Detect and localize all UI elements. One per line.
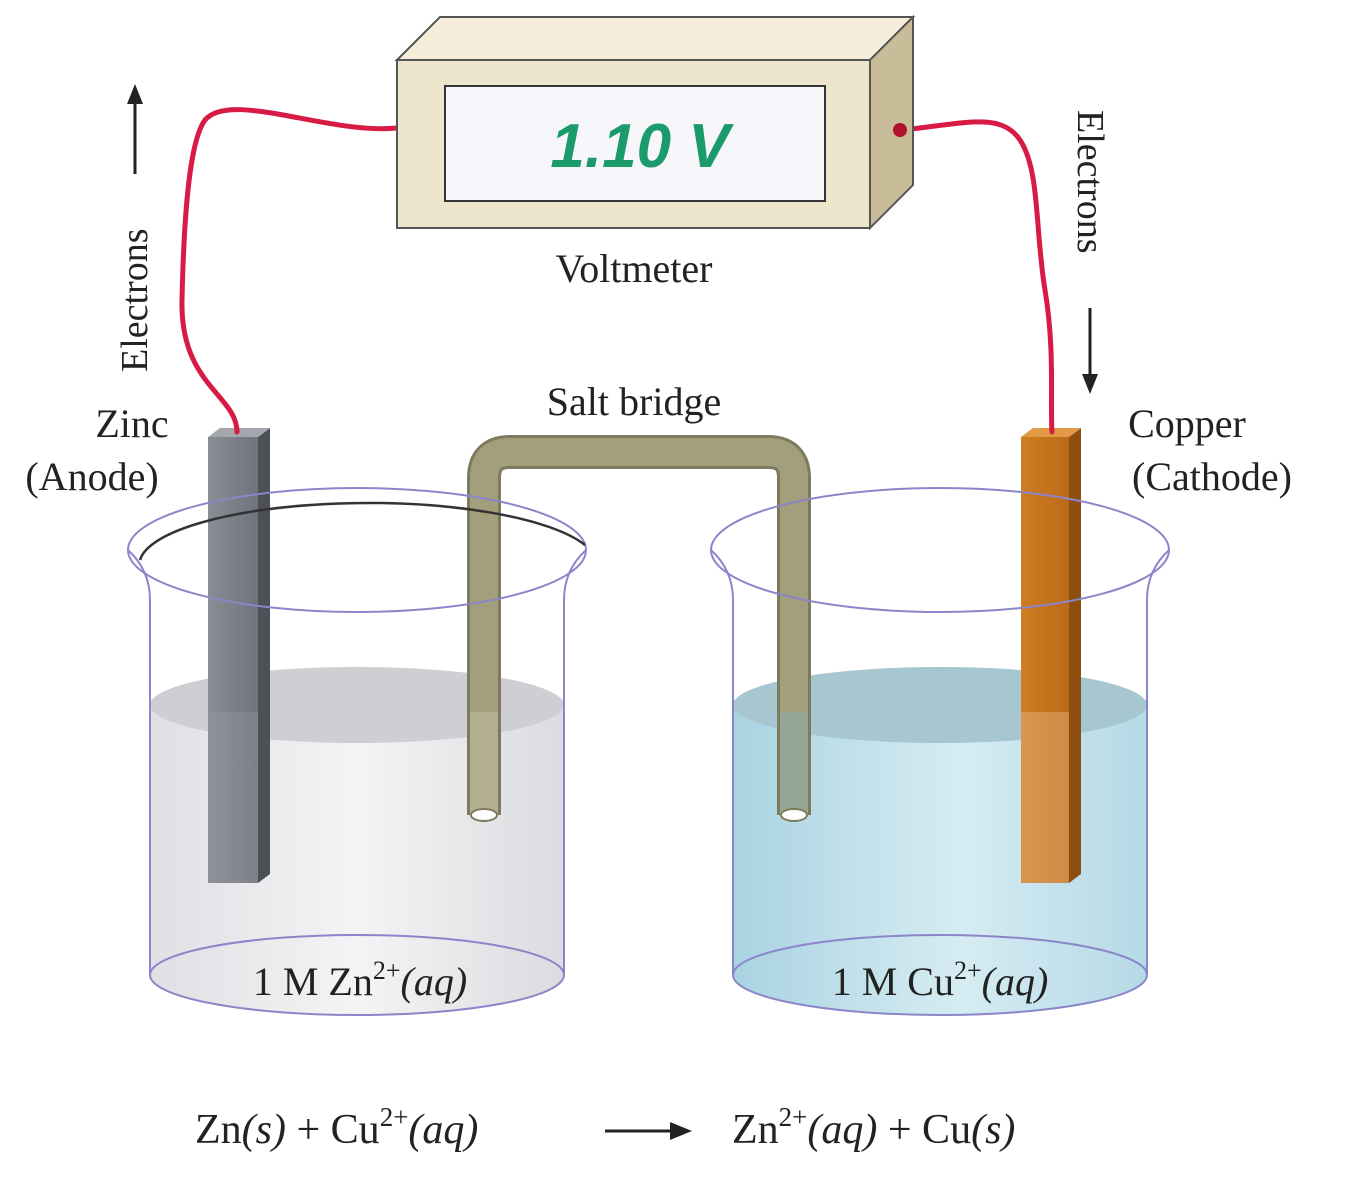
copper-beaker-bottom — [732, 934, 1148, 1016]
voltmeter-display — [444, 85, 826, 202]
copper-electrode — [1021, 428, 1081, 883]
voltmeter: 1.10 V — [394, 14, 916, 231]
electrons-left-label: Electrons — [114, 228, 156, 372]
right-wire — [897, 119, 1055, 435]
copper-solution-label: 1 M Cu2+(aq) — [832, 956, 1049, 1004]
salt-bridge — [467, 435, 811, 822]
electrons-right-label: Electrons — [1069, 110, 1111, 254]
voltmeter-reading: 1.10 V — [550, 112, 734, 181]
electrons-left-annotation: Electrons — [114, 84, 156, 372]
left-wire — [179, 107, 400, 435]
zinc-beaker-rim — [127, 487, 587, 613]
reaction-equation-right: Zn2+(aq) + Cu(s) — [732, 1102, 1015, 1153]
cathode-label-line1: Copper — [1128, 401, 1246, 446]
copper-beaker-rim — [710, 487, 1170, 613]
anode-label-line2: (Anode) — [25, 454, 158, 499]
salt-bridge-label: Salt bridge — [547, 379, 721, 424]
voltmeter-label: Voltmeter — [555, 246, 712, 291]
anode-label-line1: Zinc — [95, 401, 168, 446]
reaction-equation-left: Zn(s) + Cu2+(aq) — [195, 1102, 478, 1153]
cathode-label-line2: (Cathode) — [1132, 454, 1292, 499]
electrons-right-annotation: Electrons — [1069, 110, 1111, 394]
zinc-beaker — [127, 549, 587, 1016]
reaction-arrow — [605, 1122, 692, 1140]
zinc-solution-label: 1 M Zn2+(aq) — [253, 956, 467, 1004]
zinc-beaker-bottom — [149, 934, 565, 1016]
voltmeter-terminal — [893, 123, 907, 137]
